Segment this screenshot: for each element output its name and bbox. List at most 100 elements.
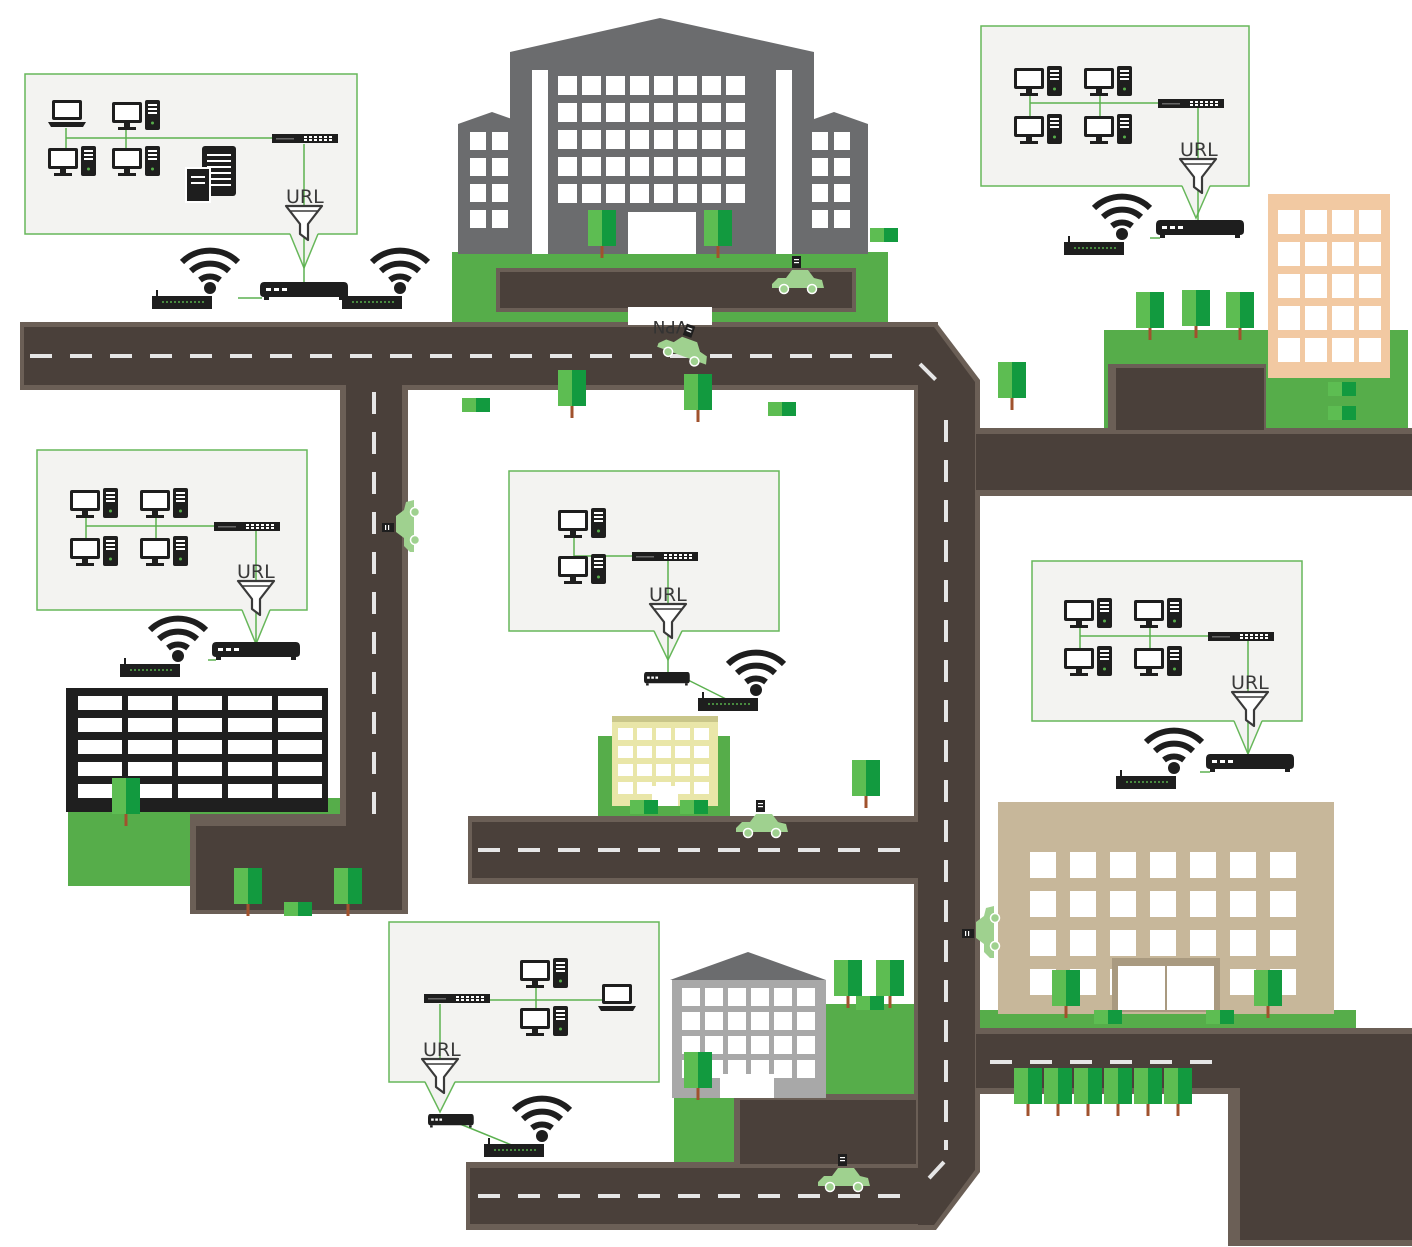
window (726, 157, 745, 176)
window (278, 718, 322, 732)
window (705, 988, 723, 1006)
window (1278, 242, 1300, 266)
network-panel-middle-left: URL (36, 449, 308, 677)
window (228, 740, 272, 754)
window (1030, 891, 1056, 917)
grey-office-building (670, 952, 826, 1098)
window (618, 764, 633, 776)
window (797, 1012, 815, 1030)
network-panel-bottom: URL (388, 921, 660, 1157)
window (582, 130, 601, 149)
network-switch-icon (214, 522, 280, 531)
window (1305, 210, 1327, 234)
window (470, 158, 486, 176)
window (1110, 852, 1136, 878)
window (702, 130, 721, 149)
tree-icon (1104, 1068, 1132, 1116)
window (1359, 210, 1381, 234)
window (630, 103, 649, 122)
window (1278, 210, 1300, 234)
url-filter-label: URL (649, 584, 687, 606)
window (678, 157, 697, 176)
window (654, 184, 673, 203)
vpn-label: VPN (653, 316, 688, 336)
tree-icon (1164, 1068, 1192, 1116)
window (492, 158, 508, 176)
network-switch-icon (1208, 632, 1274, 641)
peach-office-tower (1268, 194, 1390, 378)
window (682, 1012, 700, 1030)
window (656, 728, 671, 740)
window (1070, 930, 1096, 956)
network-switch-icon (424, 994, 490, 1003)
window (728, 988, 746, 1006)
window (812, 184, 828, 202)
router-icon (644, 672, 690, 686)
window (228, 784, 272, 798)
window (812, 158, 828, 176)
window (774, 1012, 792, 1030)
window (1305, 242, 1327, 266)
network-switch-icon (1158, 99, 1224, 108)
window (582, 184, 601, 203)
window (1110, 930, 1136, 956)
road-network: VPN (20, 268, 1412, 1246)
window (1070, 891, 1096, 917)
router-icon (260, 282, 348, 300)
window (656, 764, 671, 776)
window (558, 184, 577, 203)
bush-icon (1328, 382, 1356, 396)
window (228, 718, 272, 732)
network-panel-top-left: URL (24, 73, 428, 309)
wifi-access-point-icon (1064, 197, 1150, 255)
window (675, 764, 690, 776)
window (128, 718, 172, 732)
window (470, 184, 486, 202)
window (1230, 891, 1256, 917)
window (1190, 930, 1216, 956)
window (751, 988, 769, 1006)
bush-icon (1094, 1010, 1122, 1024)
window (774, 1060, 792, 1078)
bush-icon (284, 902, 312, 916)
window (278, 696, 322, 710)
window (78, 740, 122, 754)
window (694, 764, 709, 776)
window (637, 764, 652, 776)
window (1278, 306, 1300, 330)
window (1359, 306, 1381, 330)
window (682, 1036, 700, 1054)
window (128, 740, 172, 754)
window (726, 184, 745, 203)
window (178, 762, 222, 776)
window (678, 103, 697, 122)
window (606, 76, 625, 95)
window (654, 76, 673, 95)
window (78, 762, 122, 776)
window (1150, 852, 1176, 878)
window (582, 157, 601, 176)
bush-icon (680, 800, 708, 814)
window (630, 184, 649, 203)
window (728, 1012, 746, 1030)
laptop-icon (598, 984, 636, 1011)
window (705, 1012, 723, 1030)
window (1230, 930, 1256, 956)
tree-icon (1014, 1068, 1042, 1116)
window (751, 1036, 769, 1054)
window (470, 132, 486, 150)
window (675, 746, 690, 758)
window (726, 103, 745, 122)
network-switch-icon (272, 134, 338, 143)
url-filter-label: URL (423, 1039, 461, 1061)
window (1030, 969, 1056, 995)
window (606, 103, 625, 122)
window (1030, 930, 1056, 956)
window (1278, 338, 1300, 362)
window (558, 76, 577, 95)
window (1359, 274, 1381, 298)
beige-office-building (998, 802, 1334, 1014)
window (834, 184, 850, 202)
window (1332, 242, 1354, 266)
